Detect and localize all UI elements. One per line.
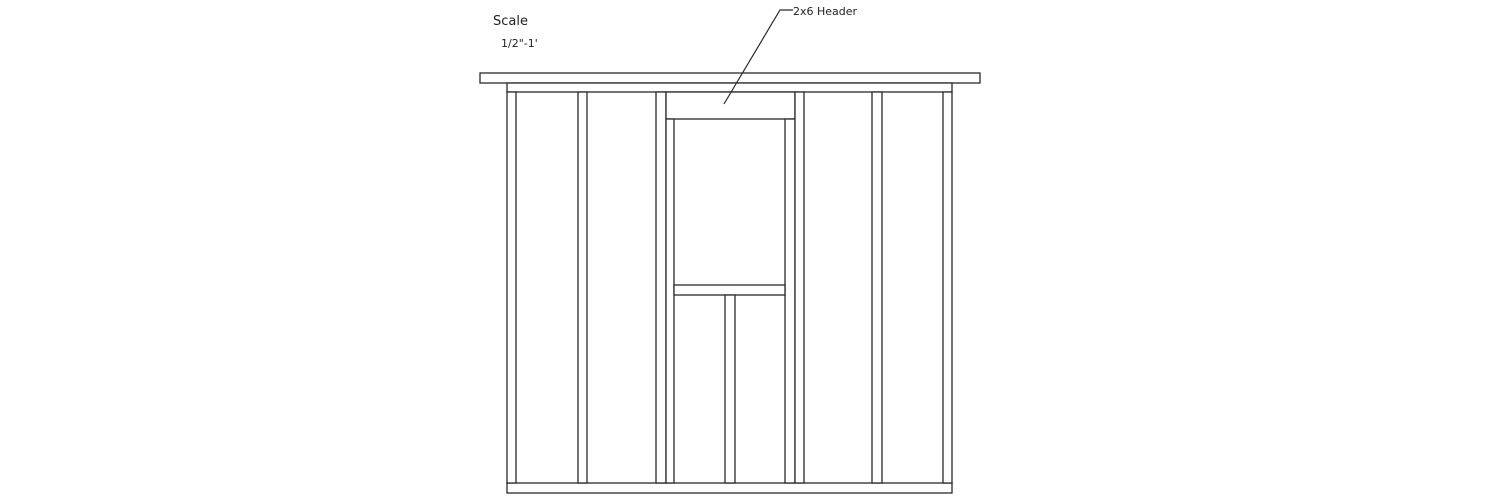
double-top-plate	[506, 82, 953, 93]
top-plate	[479, 72, 981, 84]
scale-title: Scale	[493, 14, 528, 29]
header	[665, 91, 796, 120]
stud-right-end	[942, 91, 953, 484]
stud	[577, 91, 588, 484]
stud-left-end	[506, 91, 517, 484]
cripple-stud	[724, 294, 736, 484]
scale-value: 1/2"-1'	[501, 37, 538, 50]
header-leader-line	[723, 9, 793, 105]
king-stud-right	[794, 91, 805, 484]
jack-stud-right	[784, 118, 796, 484]
sill	[673, 284, 786, 296]
jack-stud-left	[665, 118, 675, 484]
stud	[871, 91, 883, 484]
header-callout-label: 2x6 Header	[793, 5, 858, 18]
bottom-plate	[506, 482, 953, 494]
king-stud-left	[655, 91, 667, 484]
